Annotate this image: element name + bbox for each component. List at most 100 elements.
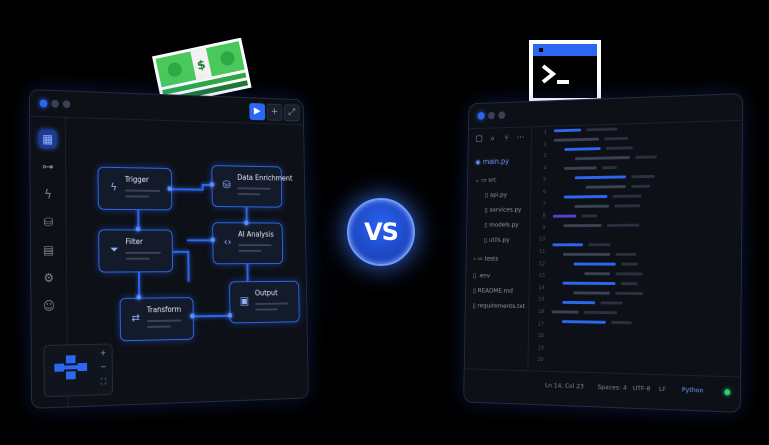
window-dot[interactable]: [62, 100, 71, 109]
line-number: 16: [538, 309, 545, 316]
fit-view-button[interactable]: ⛶: [100, 377, 107, 387]
folder-label: tests: [484, 254, 499, 263]
line-number: 1: [543, 129, 548, 136]
node-port[interactable]: [189, 313, 195, 319]
file-utils-py[interactable]: ▯ utils.py: [484, 236, 510, 244]
node-placeholder-line: [124, 189, 161, 192]
minimap[interactable]: + − ⛶: [43, 343, 114, 398]
hierarchy-icon[interactable]: ⊶: [41, 159, 54, 174]
search-icon[interactable]: ⌕: [490, 134, 495, 144]
encoding[interactable]: UTF-8: [632, 384, 651, 393]
line-number: 4: [543, 165, 547, 172]
node-port[interactable]: [244, 220, 249, 226]
add-button[interactable]: +: [266, 103, 283, 121]
file-explorer: ▢ ⌕ ⑂ ⋯ ◉ main.py ⌄ ▭ src ▯ api.py ▯ ser…: [464, 126, 533, 372]
line-number: 6: [542, 189, 547, 195]
code-line: [552, 243, 584, 247]
minimap-block: [63, 365, 80, 370]
file-label: models.py: [489, 220, 519, 229]
line-number: 19: [537, 345, 544, 352]
node-filter[interactable]: ⏷ Filter: [98, 229, 174, 273]
connector: [187, 250, 190, 282]
python-icon: ◉: [475, 157, 483, 167]
node-port[interactable]: [136, 294, 142, 300]
file-icon[interactable]: ▢: [475, 134, 483, 144]
node-placeholder-line: [255, 308, 278, 311]
chevron-down-icon: ⌄ ▭: [474, 176, 489, 184]
file-services-py[interactable]: ▯ services.py: [485, 206, 522, 214]
code-line: [620, 282, 638, 286]
folder-src[interactable]: ⌄ ▭ src: [475, 176, 497, 184]
code-line: [614, 204, 641, 208]
file-requirements[interactable]: ▯ requirements.txt: [473, 302, 526, 310]
code-line: [581, 214, 597, 218]
grid-icon[interactable]: ▦: [38, 129, 57, 149]
code-line: [588, 243, 611, 247]
node-ai-analysis[interactable]: ‹› AI Analysis: [212, 222, 284, 265]
file-label: requirements.txt: [477, 301, 526, 310]
code-line: [553, 137, 599, 142]
window-dot-primary[interactable]: [477, 112, 485, 120]
node-data-enrichment[interactable]: ⛁ Data Enrichment: [211, 165, 293, 208]
connector: [187, 239, 213, 242]
code-line: [564, 147, 601, 151]
code-line: [611, 320, 632, 325]
line-number: 9: [542, 225, 546, 231]
database-icon[interactable]: ⛁: [43, 215, 54, 230]
node-placeholder-line: [238, 244, 272, 247]
connector: [191, 314, 232, 318]
connector: [169, 188, 202, 191]
file-api-py[interactable]: ▯ api.py: [485, 191, 507, 199]
file-label: README.md: [477, 286, 513, 295]
node-transform[interactable]: ⇄ Transform: [119, 297, 194, 342]
filter-icon: ⏷: [110, 243, 119, 256]
branch-icon[interactable]: ⑂: [504, 133, 509, 144]
code-line: [573, 291, 610, 295]
file-env[interactable]: ▯ .env: [473, 272, 490, 280]
line-ending[interactable]: LF: [658, 384, 667, 394]
node-placeholder-line: [125, 257, 150, 260]
node-output[interactable]: ▣ Output: [229, 280, 300, 324]
node-port[interactable]: [210, 237, 216, 243]
node-port[interactable]: [167, 186, 173, 192]
gear-icon[interactable]: ⚙: [43, 270, 55, 285]
node-port[interactable]: [209, 182, 215, 187]
line-number: 5: [543, 177, 547, 184]
folder-tests[interactable]: › ▭ tests: [473, 255, 498, 263]
play-button[interactable]: ▶: [249, 102, 266, 121]
window-dot[interactable]: [498, 111, 506, 120]
bolt-icon[interactable]: ϟ: [44, 187, 52, 202]
file-main-py[interactable]: ◉ main.py: [475, 157, 509, 166]
code-line: [615, 252, 636, 256]
fullscreen-button[interactable]: ⤢: [283, 104, 300, 122]
line-number: 3: [543, 153, 547, 160]
code-icon: ‹›: [223, 235, 232, 248]
code-line: [631, 174, 655, 179]
code-line: [552, 214, 577, 218]
zoom-out-button[interactable]: −: [100, 362, 107, 372]
file-readme[interactable]: ▯ README.md: [473, 287, 513, 295]
cursor-position[interactable]: Ln 14, Col 23: [544, 381, 584, 391]
window-dot[interactable]: [487, 111, 495, 120]
window-dot-primary[interactable]: [39, 99, 48, 108]
window-dot[interactable]: [51, 99, 59, 108]
node-title: AI Analysis: [238, 229, 274, 239]
code-line: [612, 194, 642, 198]
code-line: [606, 223, 640, 227]
node-port[interactable]: [135, 226, 141, 232]
file-label: api.py: [489, 190, 508, 199]
zoom-in-button[interactable]: +: [99, 348, 107, 358]
code-line: [562, 320, 606, 324]
user-icon[interactable]: ☺: [42, 298, 56, 313]
indentation[interactable]: Spaces: 4: [597, 383, 627, 392]
node-port[interactable]: [227, 312, 233, 318]
code-line: [606, 146, 633, 150]
node-trigger[interactable]: ϟ Trigger: [97, 166, 173, 211]
file-models-py[interactable]: ▯ models.py: [484, 221, 518, 229]
line-number: 12: [538, 261, 546, 267]
language-mode[interactable]: Python: [681, 385, 704, 395]
file-label: utils.py: [488, 235, 510, 244]
more-icon[interactable]: ⋯: [516, 133, 525, 143]
chart-icon[interactable]: ▤: [42, 243, 55, 257]
code-line: [574, 175, 626, 180]
